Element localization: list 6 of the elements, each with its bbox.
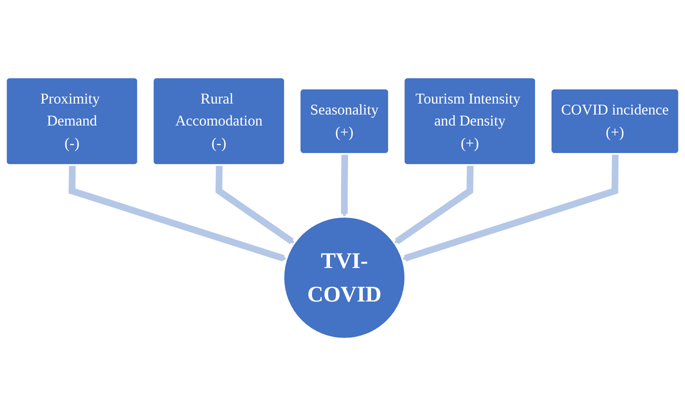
arrow bbox=[402, 154, 619, 262]
node-circle: TVI-COVID bbox=[282, 216, 406, 340]
arrow bbox=[394, 165, 474, 244]
arrow bbox=[216, 165, 295, 244]
arrow bbox=[341, 154, 348, 218]
arrow bbox=[68, 165, 287, 262]
